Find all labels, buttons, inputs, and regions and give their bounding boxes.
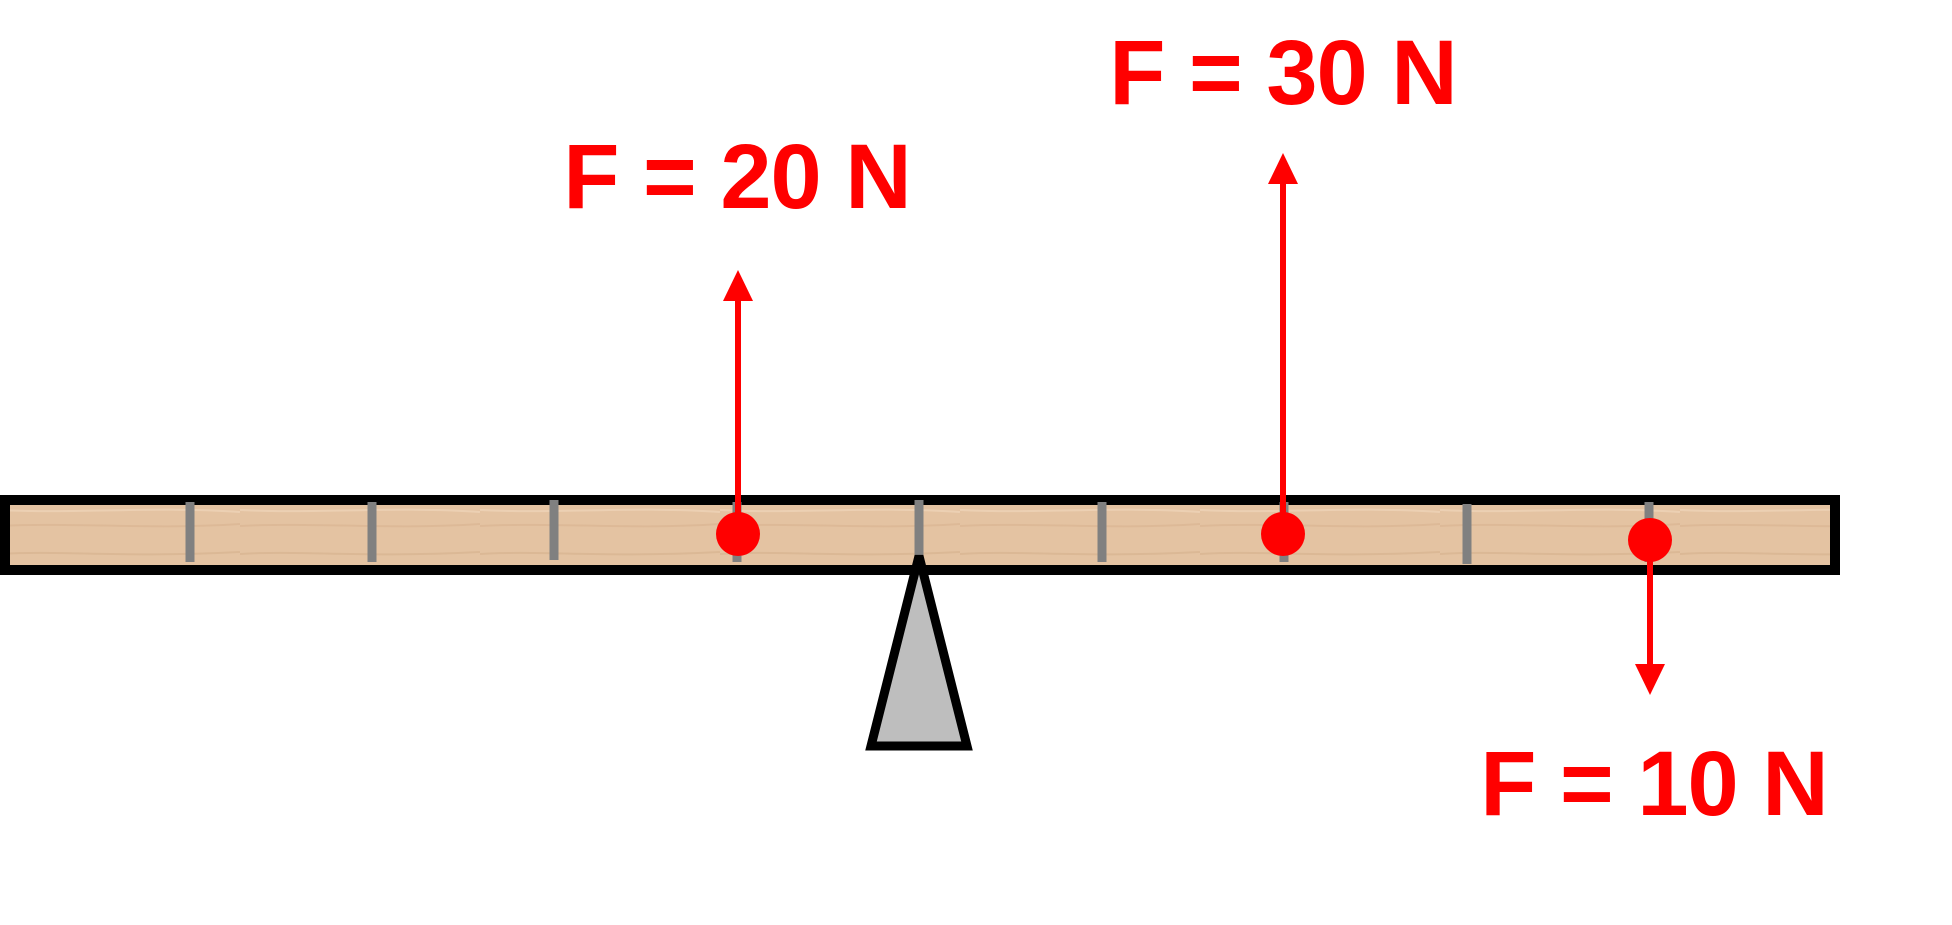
force-label: F = 30 N	[1109, 22, 1456, 124]
force-30n: F = 30 N	[1109, 22, 1458, 556]
force-20n: F = 20 N	[563, 126, 912, 556]
force-application-point	[1261, 512, 1305, 556]
force-10n: F = 10 N	[1480, 518, 1829, 835]
force-label: F = 10 N	[1480, 733, 1827, 835]
arrow-up-icon	[1268, 153, 1298, 184]
fulcrum	[865, 554, 973, 751]
arrow-up-icon	[723, 270, 753, 301]
force-application-point	[716, 512, 760, 556]
force-application-point	[1628, 518, 1672, 562]
force-label: F = 20 N	[563, 126, 910, 228]
arrow-down-icon	[1635, 664, 1665, 695]
